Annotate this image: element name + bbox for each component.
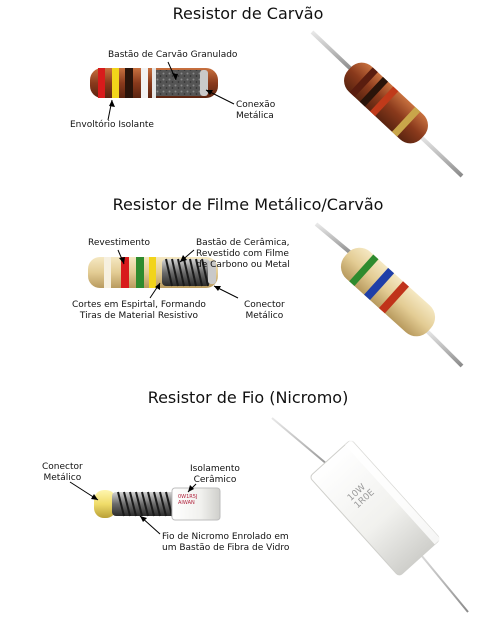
- title-wire-resistor: Resistor de Fio (Nicromo): [147, 388, 349, 407]
- label-wire-connector-line2: Metálico: [43, 473, 82, 483]
- wire-resistor-cutaway: [40, 481, 256, 535]
- label-ceramic-rod: Bastão de Cerâmica, Revestido com Filme …: [196, 238, 290, 271]
- label-coating: Revestimento: [88, 238, 151, 248]
- label-spiral-cuts: Cortes em Espirtal, Formando Tiras de Ma…: [72, 300, 206, 322]
- wire-resistor-photo: [271, 417, 469, 613]
- label-ceramic-insulation: Isolamento Cerâmico: [190, 464, 240, 486]
- label-ceramic-rod-line2: Revestido com Filme: [196, 249, 289, 259]
- label-spiral-cuts-line2: Tiras de Material Resistivo: [79, 311, 199, 321]
- label-ceramic-insulation-line1: Isolamento: [190, 464, 240, 474]
- label-wire-connector: Conector Metálico: [42, 462, 83, 484]
- label-film-connector-line1: Conector: [244, 300, 285, 310]
- label-nichrome-wire-line1: Fio de Nicromo Enrolado em: [162, 532, 289, 542]
- title-film-resistor: Resistor de Filme Metálico/Carvão: [112, 195, 384, 214]
- carbon-resistor-photo: [310, 30, 464, 178]
- label-spiral-cuts-line1: Cortes em Espirtal, Formando: [72, 300, 206, 310]
- film-resistor-cutaway: [34, 249, 256, 299]
- label-film-connector-line2: Metálico: [245, 311, 284, 321]
- body-print-line1: 0W1R5J: [178, 494, 198, 500]
- label-metal-connection-line2: Metálica: [236, 111, 274, 121]
- label-film-connector: Conector Metálico: [244, 300, 285, 322]
- body-print-line2: AIWAN: [178, 500, 195, 506]
- title-carbon-resistor: Resistor de Carvão: [172, 4, 324, 23]
- label-nichrome-wire: Fio de Nicromo Enrolado em um Bastão de …: [162, 532, 289, 554]
- carbon-resistor-cutaway: [40, 61, 248, 121]
- label-wire-connector-line1: Conector: [42, 462, 83, 472]
- label-metal-connection-line1: Conexão: [236, 100, 276, 110]
- label-nichrome-wire-line2: um Bastão de Fibra de Vidro: [162, 543, 290, 553]
- label-metal-connection: Conexão Metálica: [236, 100, 275, 122]
- wire-resistor-body-print: 0W1R5J AIWAN: [178, 494, 197, 506]
- label-granulated-carbon-rod: Bastão de Carvão Granulado: [108, 50, 238, 60]
- label-ceramic-rod-line3: de Carbono ou Metal: [196, 260, 290, 270]
- label-ceramic-insulation-line2: Cerâmico: [193, 475, 237, 485]
- label-insulating-wrapper: Envoltório Isolante: [70, 120, 154, 130]
- film-resistor-photo: [314, 222, 464, 368]
- label-ceramic-rod-line1: Bastão de Cerâmica,: [196, 238, 290, 248]
